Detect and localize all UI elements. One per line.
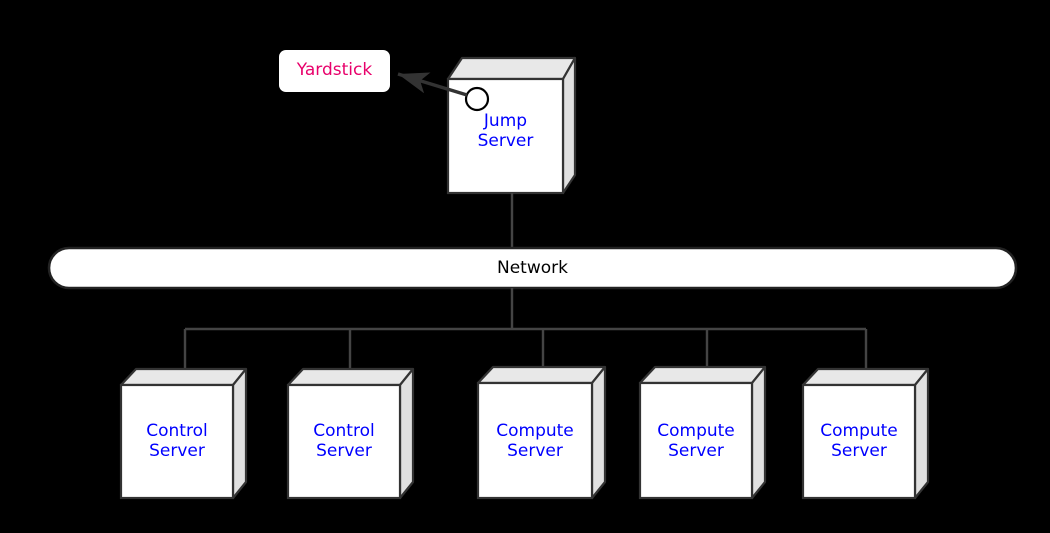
server-top-face — [286, 367, 415, 387]
server-front-face — [119, 383, 235, 500]
server-side-face — [231, 367, 248, 500]
yardstick-box[interactable] — [279, 50, 390, 92]
server-top-face — [801, 367, 930, 387]
edge-jumpserver-to-yardstick — [397, 72, 468, 97]
server-side-face — [913, 367, 930, 500]
server-top-face — [638, 365, 767, 385]
server-node[interactable] — [801, 367, 930, 500]
jump-server-node[interactable] — [446, 56, 577, 195]
server-node[interactable] — [286, 367, 415, 500]
server-node[interactable] — [638, 365, 767, 500]
server-node[interactable] — [119, 367, 248, 500]
circle-port-icon — [464, 86, 490, 112]
server-top-face — [119, 367, 248, 387]
server-front-face — [476, 381, 594, 500]
server-side-face — [590, 365, 607, 500]
server-node[interactable] — [476, 365, 607, 500]
server-side-face — [398, 367, 415, 500]
server-front-face — [286, 383, 402, 500]
server-bus-connectors — [183, 288, 868, 374]
server-side-face — [750, 365, 767, 500]
jump-server-top-face — [446, 56, 577, 81]
jump-server-side-face — [561, 56, 577, 195]
server-front-face — [801, 383, 917, 500]
server-front-face — [638, 381, 754, 500]
network-bar[interactable] — [47, 246, 1018, 290]
server-top-face — [476, 365, 607, 385]
